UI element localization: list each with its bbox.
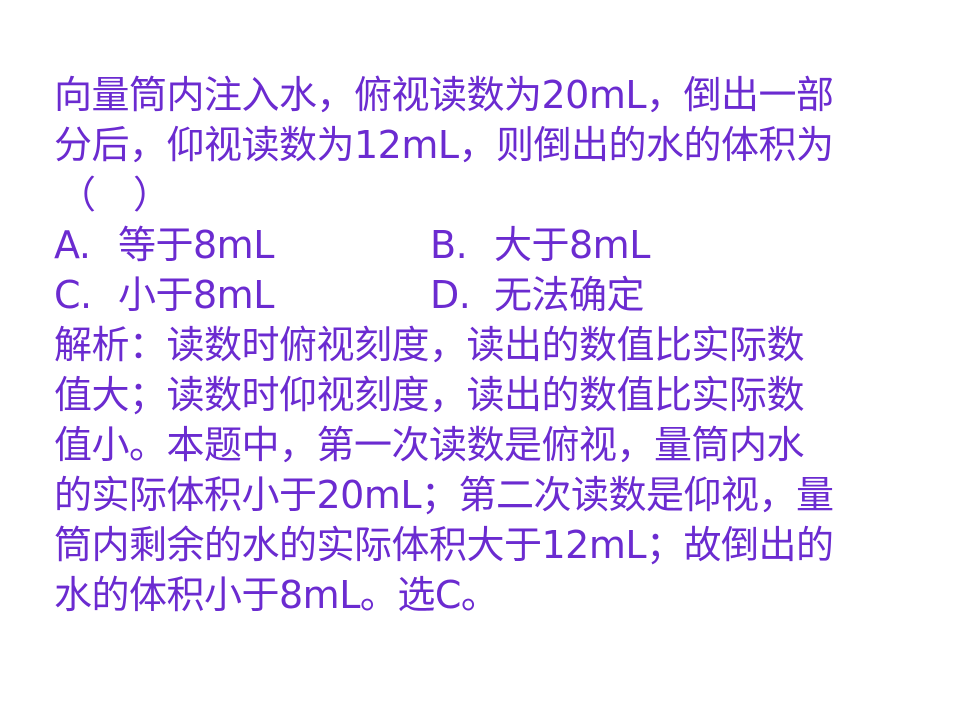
option-a: A. 等于8mL [54,220,274,270]
option-a-text: 等于8mL [118,223,274,267]
analysis-line: 值小。本题中，第一次读数是俯视，量筒内水 [54,423,805,467]
answer-blank: （ ） [58,173,171,217]
option-b: B. 大于8mL [430,220,650,270]
analysis-line: 解析：读数时俯视刻度，读出的数值比实际数 [54,323,805,367]
options-row-1: A. 等于8mL B. 大于8mL [54,220,914,270]
option-b-text: 大于8mL [494,223,650,267]
analysis-text: 解析：读数时俯视刻度，读出的数值比实际数 值大；读数时仰视刻度，读出的数值比实际… [54,320,914,620]
option-c-text: 小于8mL [118,273,274,317]
option-c-letter: C. [54,273,92,317]
analysis-line: 值大；读数时仰视刻度，读出的数值比实际数 [54,373,805,417]
question-line: 分后，仰视读数为12mL，则倒出的水的体积为 [54,123,834,167]
option-d-text: 无法确定 [494,273,645,317]
option-d-letter: D. [430,273,471,317]
answer-options: A. 等于8mL B. 大于8mL C. 小于8mL D. 无法确定 [54,220,914,320]
option-b-letter: B. [430,223,468,267]
option-c: C. 小于8mL [54,270,274,320]
question-text: 向量筒内注入水，俯视读数为20mL，倒出一部 分后，仰视读数为12mL，则倒出的… [54,70,914,220]
analysis-line: 水的体积小于8mL。选C。 [54,573,499,617]
options-row-2: C. 小于8mL D. 无法确定 [54,270,914,320]
analysis-line: 筒内剩余的水的实际体积大于12mL；故倒出的 [54,523,834,567]
option-d: D. 无法确定 [430,270,645,320]
analysis-line: 的实际体积小于20mL；第二次读数是仰视，量 [54,473,834,517]
question-line: 向量筒内注入水，俯视读数为20mL，倒出一部 [54,73,834,117]
option-a-letter: A. [54,223,91,267]
